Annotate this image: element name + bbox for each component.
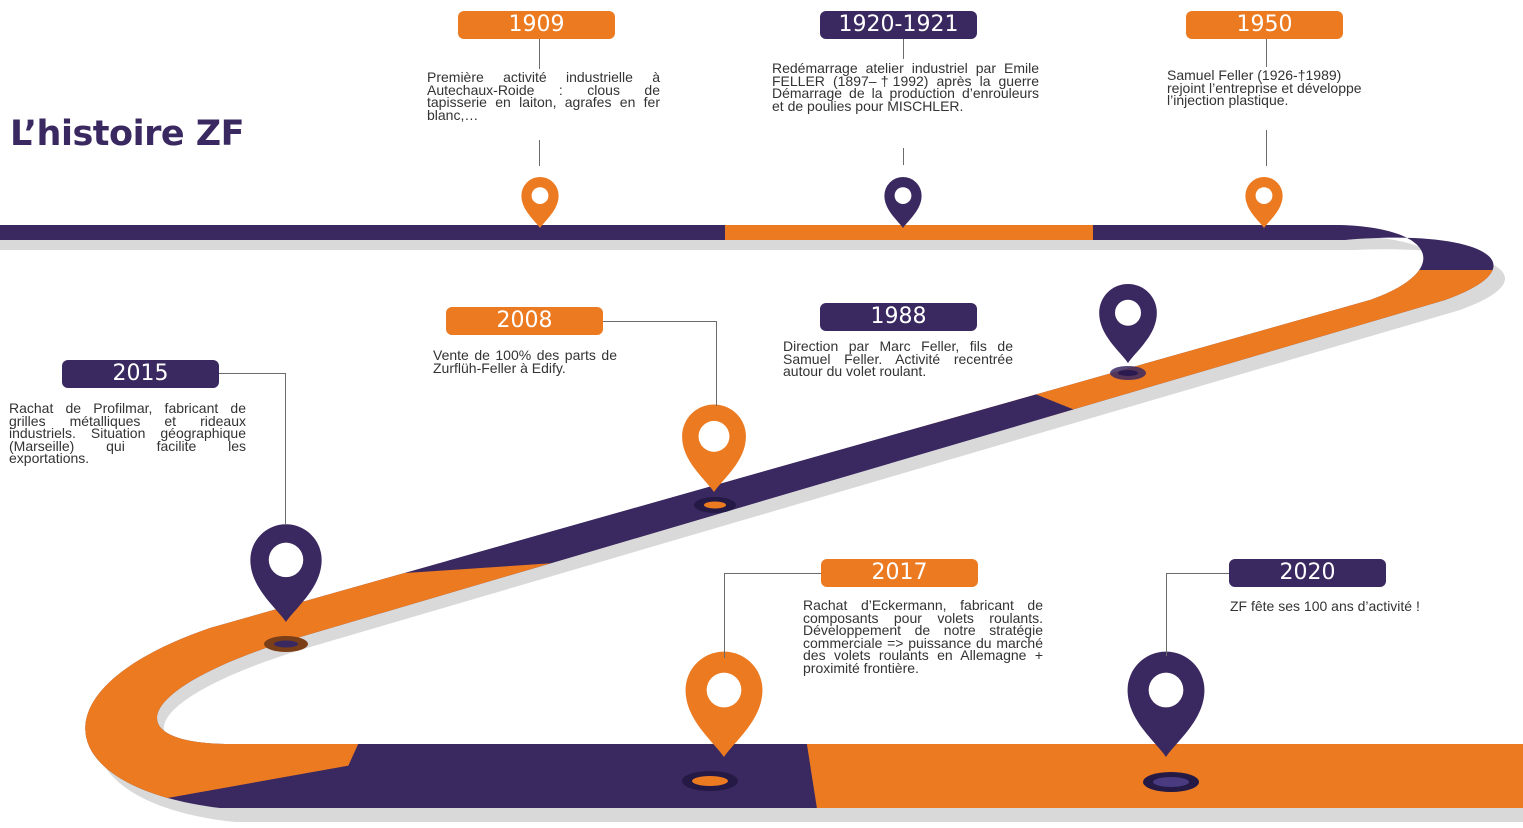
- page-title: L’histoire ZF: [10, 114, 245, 154]
- connector-line: [219, 373, 286, 374]
- connector-line: [903, 39, 904, 59]
- connector-line: [1266, 39, 1267, 67]
- year-badge-1909: 1909: [458, 11, 615, 39]
- year-badge-2020: 2020: [1229, 559, 1386, 587]
- event-text-2015: Rachat de Profilmar, fabricant de grille…: [9, 400, 246, 466]
- year-badge-1920-1921: 1920-1921: [820, 11, 977, 39]
- event-text-1920-1921: Redémarrage atelier industriel par Emile…: [772, 60, 1039, 114]
- year-badge-1950: 1950: [1186, 11, 1343, 39]
- pin-2017: [685, 651, 763, 757]
- event-text-1909: Première activité industrielle à Autecha…: [427, 69, 660, 123]
- event-text-2020: ZF fête ses 100 ans d’activité !: [1230, 598, 1420, 614]
- connector-line: [716, 321, 717, 406]
- pin-1988: [1099, 283, 1157, 363]
- connector-line: [539, 39, 540, 69]
- pin-1909: [521, 177, 559, 228]
- connector-line: [1166, 573, 1167, 656]
- year-badge-2015: 2015: [62, 360, 219, 388]
- connector-line: [903, 148, 904, 165]
- pin-2008: [682, 404, 746, 492]
- year-badge-1988: 1988: [820, 303, 977, 331]
- connector-line: [1266, 130, 1267, 166]
- connector-line: [603, 321, 716, 322]
- year-badge-2008: 2008: [446, 307, 603, 335]
- pin-2015: [250, 524, 322, 622]
- pin-1920-1921: [884, 177, 922, 228]
- connector-line: [724, 573, 725, 658]
- connector-line: [1166, 573, 1229, 574]
- connector-line: [539, 140, 540, 166]
- event-text-2008: Vente de 100% des parts de Zurflüh-Felle…: [433, 347, 617, 376]
- event-text-1988: Direction par Marc Feller, fils de Samue…: [783, 338, 1013, 379]
- pin-2020: [1127, 651, 1205, 757]
- year-badge-2017: 2017: [821, 559, 978, 587]
- pin-1950: [1245, 177, 1283, 228]
- connector-line: [724, 573, 821, 574]
- event-text-2017: Rachat d’Eckermann, fabricant de composa…: [803, 597, 1043, 676]
- connector-line: [285, 373, 286, 525]
- event-text-1950: Samuel Feller (1926-†1989) rejoint l’ent…: [1167, 67, 1362, 108]
